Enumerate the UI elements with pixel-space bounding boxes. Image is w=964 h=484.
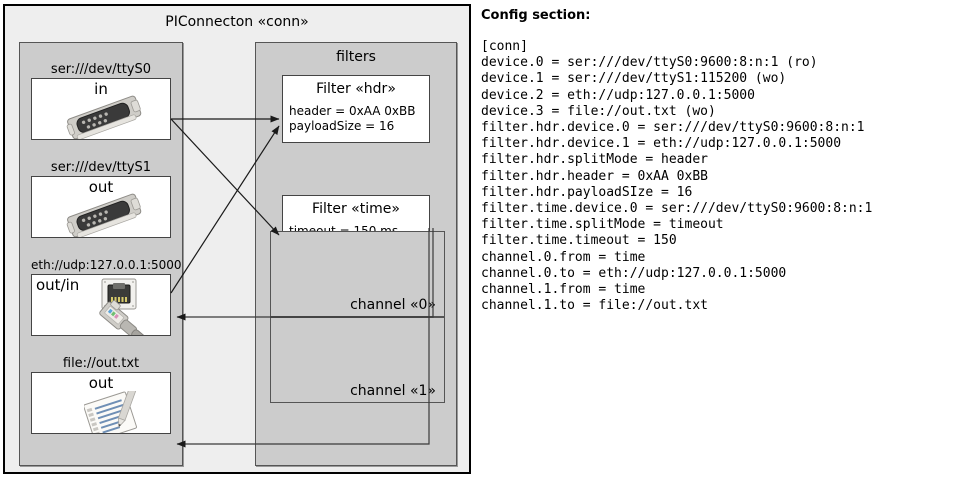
ethernet-jack-icon-svg [99,278,146,335]
filter-properties: header = 0xAA 0xBB payloadSize = 16 [283,104,429,142]
device-direction: out [88,374,114,392]
device-box[interactable]: in [31,78,171,140]
device-node-ser-ttys1[interactable]: ser:///dev/ttyS1 out [31,159,171,238]
diagram-title: PIConnecton «conn» [165,14,309,30]
device-direction: out/in [36,276,80,294]
device-direction: out [88,178,114,196]
config-text: [conn] device.0 = ser:///dev/ttyS0:9600:… [481,39,873,314]
filters-panel: filters Filter «hdr» header = 0xAA 0xBB … [255,42,457,466]
filters-panel-title: filters [336,49,376,65]
device-label: ser:///dev/ttyS0 [50,62,152,77]
filter-property: payloadSize = 16 [289,119,395,133]
channel-box-1[interactable]: channel «1» [270,317,445,403]
filter-property: header = 0xAA 0xBB [289,104,416,118]
filter-node-hdr[interactable]: Filter «hdr» header = 0xAA 0xBB payloadS… [282,75,430,143]
serial-port-icon-svg [66,95,142,139]
ethernet-jack-icon [32,275,170,335]
filter-title: Filter «time» [312,201,400,217]
serial-port-icon-svg [66,193,142,237]
device-node-file-out[interactable]: file://out.txt out [31,355,171,434]
serial-port-icon [32,177,170,237]
device-node-eth-udp[interactable]: eth://udp:127.0.0.1:5000 out/in [31,257,182,336]
config-heading: Config section: [481,8,591,23]
devices-panel: ser:///dev/ttyS0 in [19,42,183,466]
device-box[interactable]: out [31,372,171,434]
serial-port-icon [32,79,170,139]
device-node-ser-ttys0[interactable]: ser:///dev/ttyS0 in [31,61,171,140]
device-label: file://out.txt [62,356,140,371]
filter-title: Filter «hdr» [316,81,396,97]
diagram-frame: PIConnecton «conn» ser:///dev/ttyS0 in [3,4,471,474]
device-box[interactable]: out [31,176,171,238]
device-box[interactable]: out/in [31,274,171,336]
text-file-icon [32,373,170,433]
text-file-icon-svg [84,391,138,433]
config-panel: Config section: [conn] device.0 = ser://… [481,8,959,314]
channel-label: channel «0» [350,297,436,313]
channel-box-0[interactable]: channel «0» [270,231,445,317]
device-label: ser:///dev/ttyS1 [50,160,152,175]
device-label: eth://udp:127.0.0.1:5000 [31,258,182,272]
channel-label: channel «1» [350,383,436,399]
device-direction: in [94,80,108,98]
